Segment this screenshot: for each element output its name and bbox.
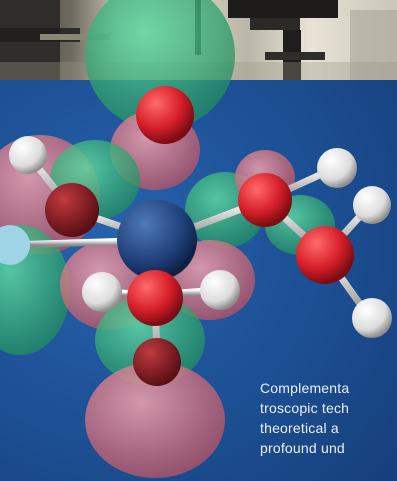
caption-line: profound und [260, 440, 345, 456]
oxygen-atom-lower [127, 270, 183, 326]
caption-line: Complementa [260, 380, 350, 396]
caption-line: theoretical a [260, 420, 339, 436]
lab-optics-photo-icon [0, 0, 397, 80]
cyan-atom-left [0, 225, 30, 265]
caption-line: troscopic tech [260, 400, 350, 416]
oxygen-atom-bottom [133, 338, 181, 386]
orbital-lobe-top-green [85, 0, 235, 130]
metal-atom-center [117, 200, 197, 280]
hydrogen-atom-right-top [317, 148, 357, 188]
hydrogen-atom-far-right [353, 186, 391, 224]
hydrogen-atom-top-left [9, 136, 47, 174]
hydrogen-atom-lower-left [82, 272, 122, 312]
hydrogen-atom-bottom-right [352, 298, 392, 338]
oxygen-atom-far-right [296, 226, 354, 284]
oxygen-atom-right [238, 173, 292, 227]
oxygen-atom-left [45, 183, 99, 237]
oxygen-atom-top [136, 86, 194, 144]
hydrogen-atom-lower-right [200, 270, 240, 310]
caption-text-block: Complementa troscopic tech theoretical a… [260, 378, 397, 458]
orbital-lobe-bottom-pink [85, 362, 225, 478]
